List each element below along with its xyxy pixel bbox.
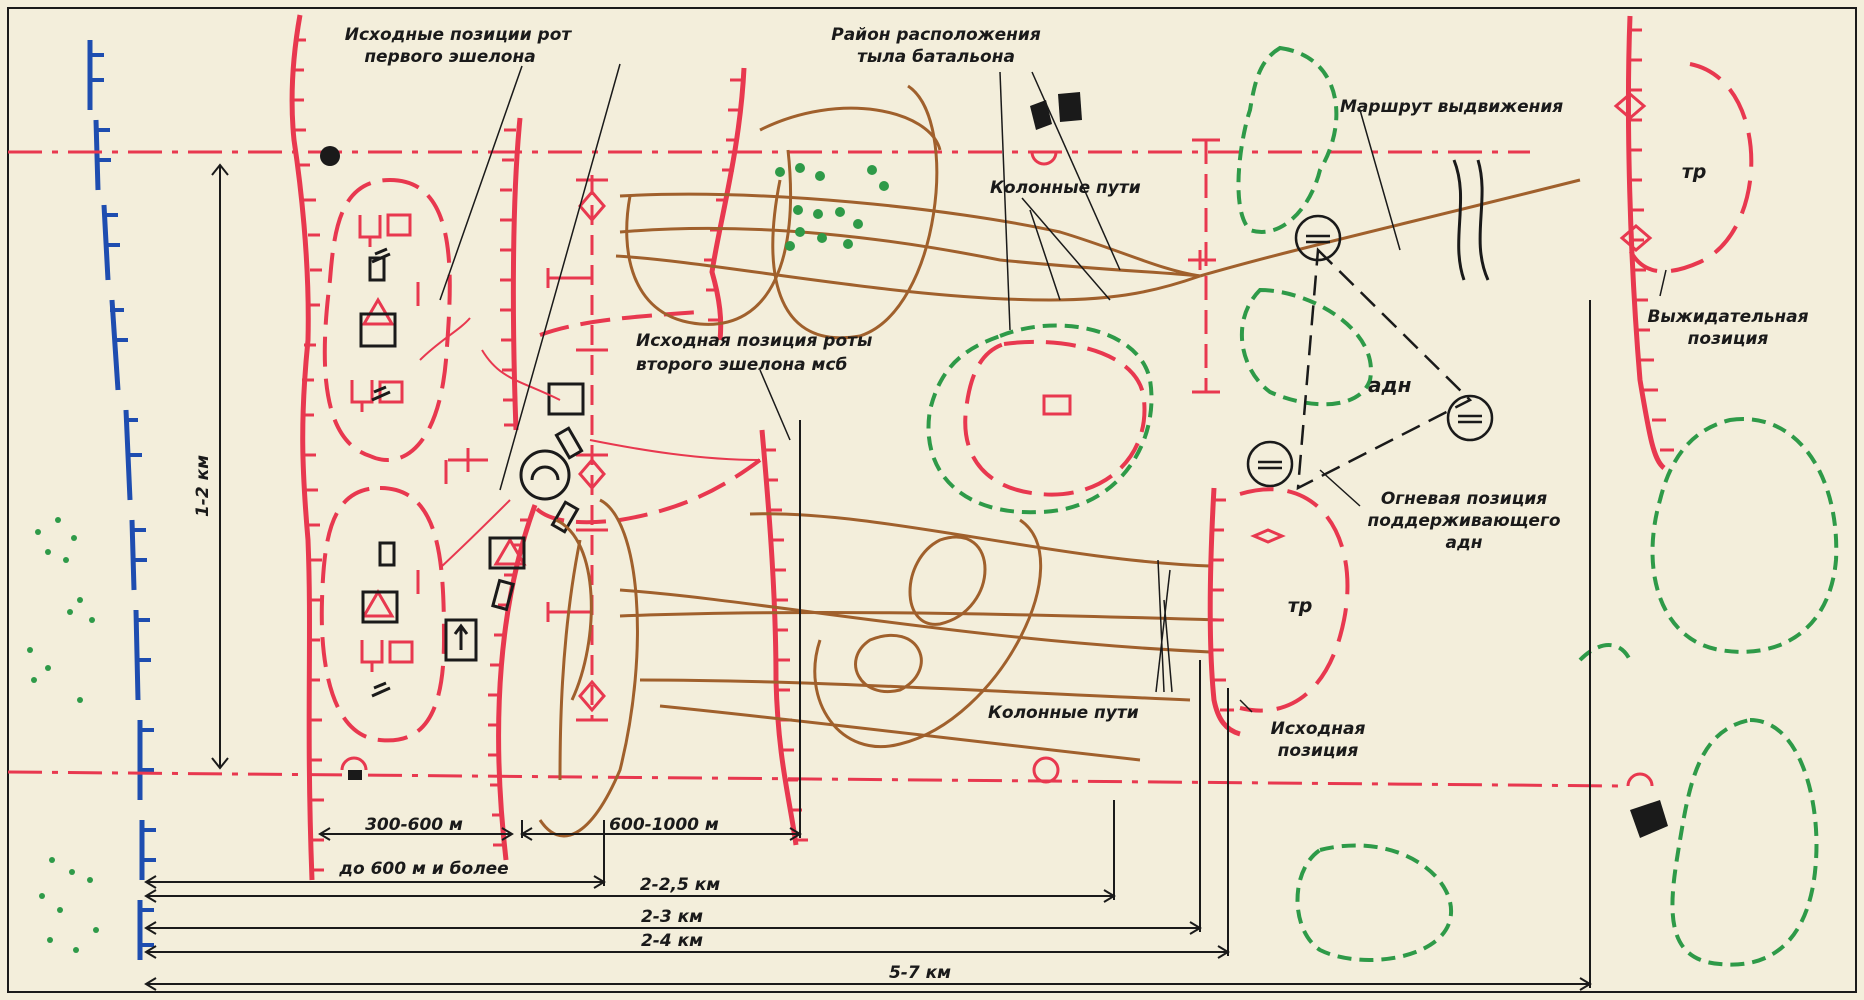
- label-fire-position-1: Огневая позиция: [1381, 489, 1547, 509]
- column-routes: [538, 84, 1581, 838]
- rear-buildings: [1030, 92, 1668, 838]
- dim-2-4: 2-4 км: [641, 931, 703, 951]
- label-rear-1: Район расположения: [831, 25, 1041, 45]
- label-column-routes-bottom: Колонные пути: [988, 703, 1139, 723]
- control-point-line: [546, 175, 608, 722]
- start-position: [1207, 487, 1350, 737]
- label-start-position-2: позиция: [1278, 741, 1359, 761]
- company-area-upper: [322, 177, 452, 462]
- first-echelon-start-line: [289, 14, 324, 881]
- dim-up-to-600: до 600 м и более: [338, 859, 508, 879]
- forest-patches: [926, 45, 1839, 967]
- dim-2-25: 2-2,5 км: [640, 875, 720, 895]
- label-second-echelon-2: второго эшелона мсб: [636, 355, 847, 375]
- label-waiting-1: Выжидательная: [1647, 307, 1808, 327]
- dim-front: 1-2 км: [193, 455, 213, 517]
- boundary-marker-bottom: [1626, 772, 1654, 787]
- command-post-icon: [1042, 394, 1072, 416]
- label-first-echelon-2: первого эшелона: [364, 47, 535, 67]
- dim-300-600: 300-600 м: [365, 815, 463, 835]
- checkpoint-icon: [1032, 756, 1060, 784]
- boundary-marker-top: [1030, 151, 1058, 166]
- label-fire-position-2: поддерживающего: [1367, 511, 1560, 531]
- unit-symbols: [350, 213, 527, 672]
- fire-position-adn: [1246, 214, 1494, 491]
- dim-5-7: 5-7 км: [889, 963, 951, 983]
- second-echelon-area: [528, 310, 762, 525]
- company-area-lower: [319, 485, 447, 743]
- label-column-routes-top: Колонные пути: [990, 178, 1141, 198]
- label-tp-mid: тр: [1288, 595, 1313, 617]
- equipment-symbols: [359, 247, 585, 698]
- waiting-position: [1613, 15, 1754, 470]
- first-echelon-forward-line: [488, 117, 538, 861]
- deployment-line-ticks: [1188, 138, 1220, 394]
- label-tp-top: тр: [1682, 161, 1707, 183]
- artillery-area: [963, 339, 1147, 497]
- radiation-post-icon: [320, 146, 340, 166]
- enemy-front-line: [87, 40, 156, 960]
- communication-lines: [419, 317, 761, 569]
- dim-2-3: 2-3 км: [641, 907, 703, 927]
- boundary-line-bottom: [7, 770, 1621, 788]
- label-route: Маршрут выдвижения: [1340, 97, 1563, 117]
- dimension-lines: [144, 163, 1592, 991]
- label-waiting-2: позиция: [1688, 329, 1769, 349]
- dim-600-1000: 600-1000 м: [609, 815, 719, 835]
- rear-vegetation: [775, 163, 889, 251]
- advance-route-bridge: [1452, 159, 1490, 281]
- label-second-echelon-1: Исходная позиция роты: [636, 331, 872, 351]
- label-first-echelon-1: Исходные позиции рот: [345, 25, 573, 45]
- label-start-position-1: Исходная: [1271, 719, 1366, 739]
- boundary-marker-left: [340, 756, 368, 771]
- label-fire-position-3: адн: [1446, 533, 1483, 553]
- label-rear-2: тыла батальона: [857, 47, 1015, 67]
- frame-border: [7, 7, 1857, 993]
- leader-lines: [439, 63, 1667, 713]
- enemy-side-vegetation: [27, 517, 99, 953]
- label-adn: адн: [1368, 373, 1412, 397]
- post-marker-icon: [348, 770, 362, 780]
